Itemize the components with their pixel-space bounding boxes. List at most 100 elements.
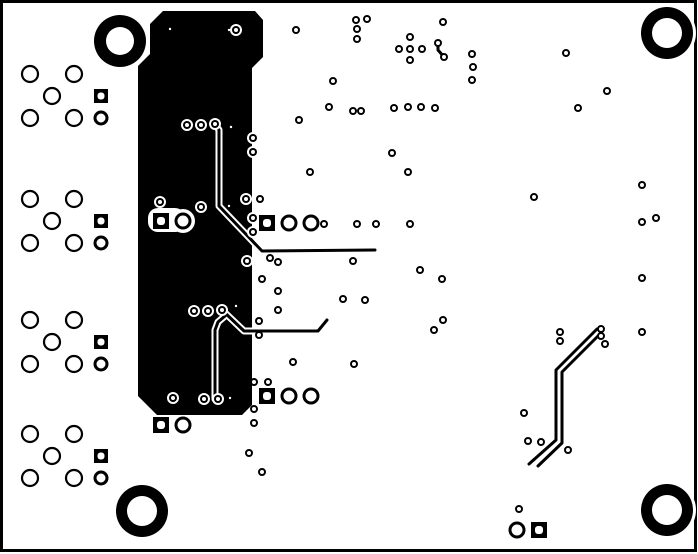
header-square-drill [263,219,271,227]
via-drill [171,396,175,400]
mounting-hole-drill [652,18,682,48]
via [416,266,424,274]
via-drill [213,122,217,126]
via-drill [251,150,255,154]
header-round-pad [302,214,320,232]
rj-jack-4 [20,424,109,488]
vias [245,15,660,513]
connector-hole [20,189,40,209]
header-round-pad [280,387,298,405]
via [361,296,369,304]
header-j4 [153,416,192,434]
via [395,45,403,53]
via [597,325,605,333]
connector-hole [20,468,40,488]
via [564,446,572,454]
header-square-drill [263,392,271,400]
via [406,220,414,228]
round-pad [93,356,109,372]
mounting-hole-drill [652,495,682,525]
header-square-drill [157,217,165,225]
via [524,437,532,445]
mounting-hole-drill [127,496,157,526]
via [274,287,282,295]
via [556,337,564,345]
header-round-pad [174,416,192,434]
via [295,116,303,124]
rj-jack-2 [20,189,109,253]
thermal-dot [227,204,231,208]
connector-hole [20,64,40,84]
via [390,104,398,112]
connector-hole [20,424,40,444]
via [468,50,476,58]
copper-pour [138,11,263,415]
via [469,63,477,71]
via [638,274,646,282]
round-pad [93,235,109,251]
connector-hole [64,354,84,374]
via [431,104,439,112]
via [417,103,425,111]
via [255,331,263,339]
thermal-dot [234,304,238,308]
connector-hole [42,86,62,106]
header-round-pad [302,387,320,405]
via [250,405,258,413]
via [349,257,357,265]
via [652,214,660,222]
square-pad-drill [97,338,105,346]
connector-hole [64,468,84,488]
via [537,438,545,446]
via [434,39,442,47]
via [372,220,380,228]
via-drill [199,205,203,209]
via [363,15,371,23]
via [353,25,361,33]
via [306,168,314,176]
header-j3 [259,387,320,405]
via [515,505,523,513]
via [562,49,570,57]
header-round-pad [508,521,526,539]
via [349,107,357,115]
rj-connectors [20,64,109,488]
via [266,254,274,262]
via-drill [251,216,255,220]
via-drill [245,259,249,263]
rj-jack-1 [20,64,109,128]
mounting-holes [91,4,696,540]
round-pad [93,470,109,486]
pin-headers [148,208,547,539]
via [556,328,564,336]
via-drill [251,230,255,234]
via [638,218,646,226]
rj-jack-3 [20,310,109,374]
via [597,332,605,340]
via [329,77,337,85]
via [406,33,414,41]
via-drill [158,200,162,204]
via [245,449,253,457]
connector-hole [64,424,84,444]
via-drill [206,309,210,313]
via [603,87,611,95]
via [430,326,438,334]
connector-hole [64,233,84,253]
via [440,53,448,61]
square-pad-drill [97,217,105,225]
via [601,340,609,348]
connector-hole [20,354,40,374]
round-pad [93,110,109,126]
via-drill [220,308,224,312]
header-round-pad [280,214,298,232]
via [530,193,538,201]
via [320,220,328,228]
via [255,317,263,325]
via-drill [185,123,189,127]
via [638,328,646,336]
